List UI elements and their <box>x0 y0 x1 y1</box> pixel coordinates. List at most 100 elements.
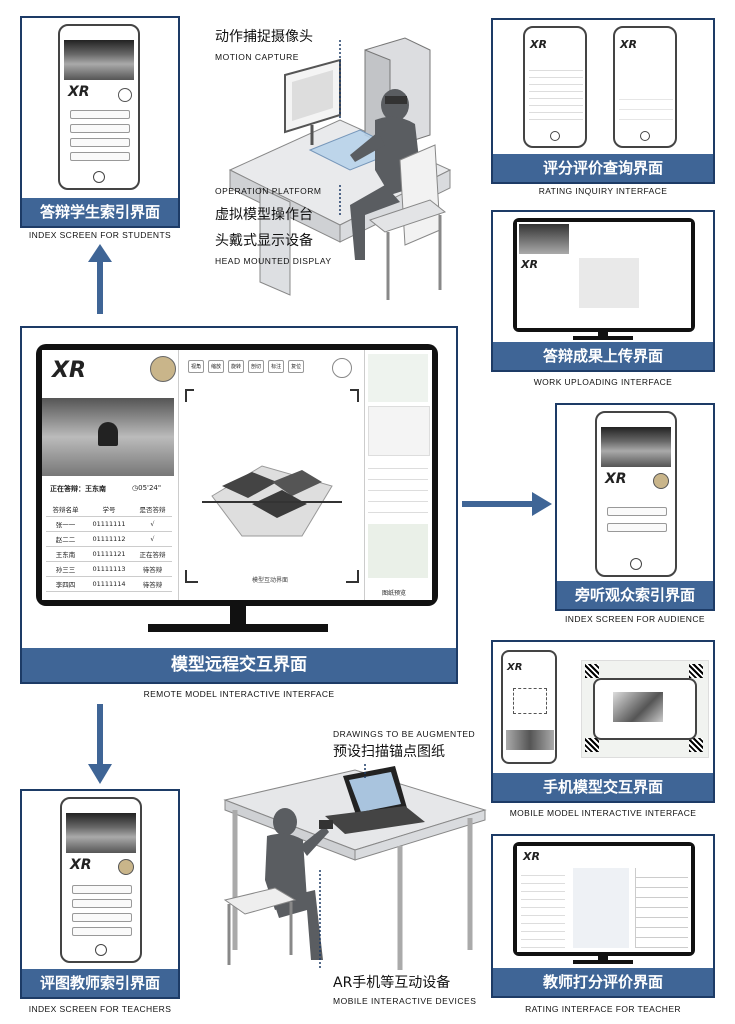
hall-photo <box>601 427 671 467</box>
caption-work-upload: WORK UPLOADING INTERFACE <box>533 377 673 387</box>
banner-title: 评分评价查询界面 <box>493 154 713 182</box>
navigation-dpad-icon[interactable] <box>332 358 352 378</box>
table-header: 学号 <box>85 502 133 517</box>
cell: 王东南 <box>46 546 86 562</box>
menu-button-3[interactable] <box>72 913 132 922</box>
xr-logo: XR <box>620 38 637 51</box>
presenter-silhouette <box>98 422 118 446</box>
avatar-icon <box>118 859 134 875</box>
menu-button-2[interactable] <box>607 523 667 532</box>
cell: 01111121 <box>85 546 133 562</box>
menu-button-4[interactable] <box>72 927 132 936</box>
rating-screen: XR <box>517 846 691 952</box>
menu-button-4[interactable] <box>70 152 130 161</box>
xr-logo: XR <box>68 84 90 100</box>
tool-button[interactable]: 视角 <box>188 360 205 373</box>
avatar-icon <box>653 473 669 489</box>
arrow-right-icon <box>462 492 552 516</box>
cell: √ <box>132 516 172 532</box>
menu-button-2[interactable] <box>70 124 130 133</box>
roof <box>252 490 307 518</box>
thumbnail-strip <box>506 730 554 750</box>
monitor-base <box>573 336 633 340</box>
monitor-stand <box>598 956 608 962</box>
viewfinder-corners <box>185 389 359 583</box>
panel-work-upload: XR 答辩成果上传界面 <box>491 210 715 372</box>
cell: √ <box>132 531 172 547</box>
drawing-thumb-1[interactable] <box>368 354 428 402</box>
cell: 01111111 <box>85 516 133 532</box>
cell: 正在答辩 <box>132 546 172 562</box>
menu-button-3[interactable] <box>70 138 130 147</box>
label-mobile-devices-cn: AR手机等互动设备 <box>333 975 451 991</box>
caption-audience: INDEX SCREEN FOR AUDIENCE <box>565 614 705 624</box>
timer: ◷05'24" <box>132 484 161 492</box>
panel-students-index: XR 答辩学生索引界面 <box>20 16 180 228</box>
vr-workstation-illustration <box>228 37 452 300</box>
cell: 张一一 <box>46 516 86 532</box>
caption-students: INDEX SCREEN FOR STUDENTS <box>28 230 172 240</box>
xr-logo: XR <box>521 258 538 271</box>
panel-teacher-rating: XR 教师打分评价界面 <box>491 834 715 998</box>
model-viewport[interactable]: 模型互动界面 <box>182 386 362 586</box>
hall-photo <box>519 224 569 254</box>
home-button-icon <box>94 944 107 956</box>
label-motion-capture-en: MOTION CAPTURE <box>215 52 299 62</box>
hall-photo <box>66 813 136 853</box>
menu-button-1[interactable] <box>70 110 130 119</box>
tool-button[interactable]: 标注 <box>268 360 285 373</box>
upload-screen: XR <box>517 222 691 328</box>
cell: 待答辩 <box>132 576 172 592</box>
banner-title: 答辩成果上传界面 <box>493 342 713 370</box>
avatar-icon <box>118 88 132 102</box>
now-presenting-name: 王东南 <box>85 485 106 493</box>
home-button-icon <box>640 131 650 141</box>
monitor-frame: XR <box>513 218 695 332</box>
ar-model <box>613 692 663 722</box>
scan-frame <box>513 688 547 714</box>
model-caption: 模型互动界面 <box>252 576 288 584</box>
panel-teachers-index: XR 评图教师索引界面 <box>20 789 180 999</box>
phone-mockup: XR <box>58 24 140 190</box>
avatar-icon <box>150 356 176 382</box>
hall-photo <box>64 40 134 80</box>
caption-rating-inquiry: RATING INQUIRY INTERFACE <box>538 186 668 196</box>
label-hmd-en: HEAD MOUNTED DISPLAY <box>215 256 332 266</box>
tool-button[interactable]: 复位 <box>288 360 305 373</box>
drawing-thumb-2[interactable] <box>368 406 430 456</box>
score-table <box>635 868 688 948</box>
cell: 赵二二 <box>46 531 86 547</box>
phone-mockup-right: XR <box>613 26 677 148</box>
tool-button[interactable]: 剖切 <box>248 360 265 373</box>
drawing-caption: 图纸预览 <box>382 590 407 597</box>
monitor-stand <box>230 606 246 626</box>
label-drawings-en: DRAWINGS TO BE AUGMENTED <box>333 729 476 739</box>
timer-value: 05'24" <box>138 484 162 492</box>
table-header: 是否答辩 <box>132 502 172 517</box>
label-mobile-devices-en: MOBILE INTERACTIVE DEVICES <box>333 996 477 1006</box>
panel-rating-inquiry: XR XR 评分评价查询界面 <box>491 18 715 184</box>
banner-title: 旁听观众索引界面 <box>557 581 713 609</box>
now-presenting-label: 正在答辩： <box>50 485 85 493</box>
tool-button[interactable]: 缩放 <box>208 360 225 373</box>
menu-button-1[interactable] <box>72 885 132 894</box>
monitor-base <box>573 960 633 964</box>
cell: 01111113 <box>85 561 133 577</box>
drawing-thumb-4[interactable] <box>368 524 428 578</box>
home-button-icon <box>629 558 642 570</box>
drawing-thumb-3[interactable] <box>368 458 428 518</box>
monitor-frame: XR <box>513 842 695 956</box>
menu-button-2[interactable] <box>72 899 132 908</box>
table-preview <box>529 64 583 124</box>
tool-button[interactable]: 旋转 <box>228 360 245 373</box>
menu-button-1[interactable] <box>607 507 667 516</box>
